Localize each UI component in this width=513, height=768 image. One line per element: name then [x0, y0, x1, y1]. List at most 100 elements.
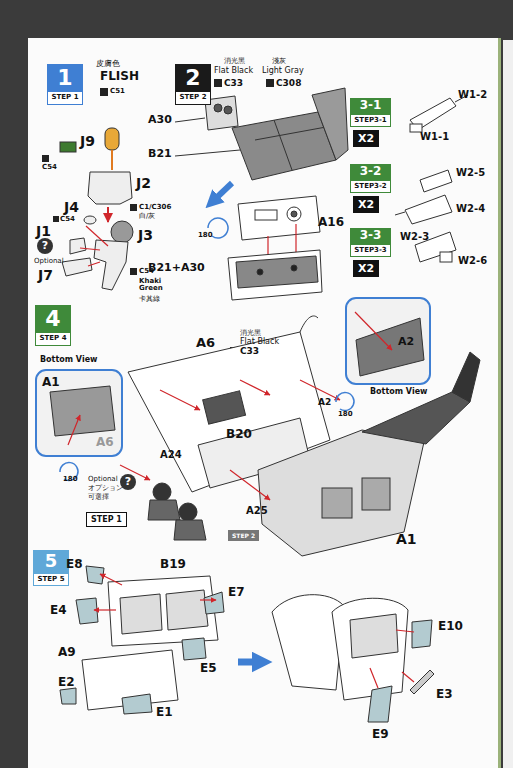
part-number: W1-2 — [458, 90, 487, 101]
part-number: A24 — [160, 450, 182, 461]
step-number: X2 — [353, 130, 379, 147]
paint-note: C51 — [110, 88, 125, 95]
part-number: B21+A30 — [148, 262, 205, 274]
paint-note: 皮膚色 — [96, 60, 120, 68]
step-badge: 1STEP 1 — [47, 64, 83, 105]
paint-note: 消光黑 — [240, 330, 261, 337]
step-reference: STEP 1 — [86, 512, 127, 527]
part-number: B21 — [148, 148, 172, 160]
part-number: E4 — [50, 604, 67, 617]
paint-note: 180 — [63, 476, 78, 483]
part-number: A30 — [148, 114, 172, 126]
part-number: W2-4 — [456, 204, 485, 215]
step-label: STEP 2 — [175, 91, 211, 105]
part-number: J7 — [38, 268, 53, 283]
step-number: 3-2 — [350, 164, 391, 180]
part-number: FLISH — [100, 70, 139, 83]
step-number: X2 — [353, 260, 379, 277]
step-label: STEP3-2 — [350, 180, 391, 194]
paint-note: Flat Black — [214, 67, 253, 75]
part-number: J1 — [36, 224, 51, 239]
paint-note: Flat Black — [240, 338, 279, 346]
pilot-figure — [60, 128, 133, 290]
part-number: W2-5 — [456, 168, 485, 179]
step-badge: 5STEP 5 — [33, 550, 69, 586]
part-number: E5 — [200, 662, 217, 675]
paint-note: Bottom View — [40, 356, 97, 364]
step-number: STEP 2 — [228, 530, 259, 541]
part-number: E10 — [438, 620, 463, 633]
paint-note: Optional — [88, 476, 118, 483]
part-number: A2 — [398, 336, 414, 348]
paint-note: 180 — [198, 232, 213, 239]
part-number: A1 — [42, 376, 60, 389]
paint-note: C54 — [60, 216, 75, 223]
step-number: 3-1 — [350, 98, 391, 114]
paint-note: C33 — [240, 347, 259, 356]
step-number: ? — [37, 238, 53, 254]
paint-note: C33 — [224, 79, 243, 88]
part-number: E8 — [66, 558, 83, 571]
paint-note: 消光黑 — [224, 58, 245, 65]
part-number: J2 — [136, 176, 151, 191]
part-number: J4 — [64, 200, 79, 215]
fuselage — [36, 298, 480, 556]
step-reference: STEP 2 — [228, 530, 259, 541]
paint-note: C308 — [276, 79, 301, 88]
paint-note: 淺灰 — [272, 58, 286, 65]
page — [28, 38, 499, 768]
part-number: W1-1 — [420, 132, 449, 143]
part-number: A6 — [96, 436, 114, 449]
paint-note: Bottom View — [370, 388, 427, 396]
part-number: A16 — [318, 216, 344, 229]
part-number: E9 — [372, 728, 389, 741]
paint-note: C1/C306 — [139, 204, 171, 211]
step-number: 4 — [35, 305, 71, 332]
step-badge: 3-2STEP3-2 — [350, 164, 391, 193]
part-number: E2 — [58, 676, 75, 689]
part-number: A1 — [396, 532, 417, 547]
step-badge: 3-3STEP3-3 — [350, 228, 391, 257]
step-badge: 2STEP 2 — [175, 64, 211, 105]
quantity-box: X2 — [353, 196, 379, 213]
step-number: 5 — [33, 550, 69, 573]
paint-note: オプション — [88, 485, 123, 492]
part-number: A9 — [58, 646, 76, 659]
optional-mark: ? — [37, 238, 53, 254]
step-label: STEP3-3 — [350, 244, 391, 258]
step-number: 3-3 — [350, 228, 391, 244]
part-number: W2-3 — [400, 232, 429, 243]
gun-parts — [395, 95, 468, 262]
part-number: E7 — [228, 586, 245, 599]
step-label: STEP 5 — [33, 573, 69, 587]
part-number: E3 — [436, 688, 453, 701]
part-number: J9 — [80, 134, 95, 149]
part-number: A25 — [246, 506, 268, 517]
paint-note: 卡其綠 — [139, 296, 160, 303]
canopy — [60, 566, 434, 722]
paint-note: A2 — [318, 398, 331, 407]
step-badge: 3-1STEP3-1 — [350, 98, 391, 127]
step-number: 2 — [175, 64, 211, 91]
part-number: J3 — [138, 228, 153, 243]
part-number: B19 — [160, 558, 186, 571]
step-label: STEP 4 — [35, 332, 71, 346]
part-number: A6 — [196, 336, 215, 350]
page-edge — [498, 38, 501, 768]
step-label: STEP3-1 — [350, 114, 391, 128]
paint-note: Optional — [34, 258, 64, 265]
step-number: 1 — [47, 64, 83, 91]
part-number: W2-6 — [458, 256, 487, 267]
quantity-box: X2 — [353, 260, 379, 277]
quantity-box: X2 — [353, 130, 379, 147]
paint-note: Light Gray — [262, 67, 304, 75]
paint-note: 可選擇 — [88, 494, 109, 501]
paint-note: 180 — [338, 411, 353, 418]
paint-note: 白/灰 — [139, 213, 155, 220]
next-page — [503, 40, 513, 768]
step-number: STEP 1 — [86, 512, 127, 527]
step-badge: 4STEP 4 — [35, 305, 71, 346]
part-number: E1 — [156, 706, 173, 719]
